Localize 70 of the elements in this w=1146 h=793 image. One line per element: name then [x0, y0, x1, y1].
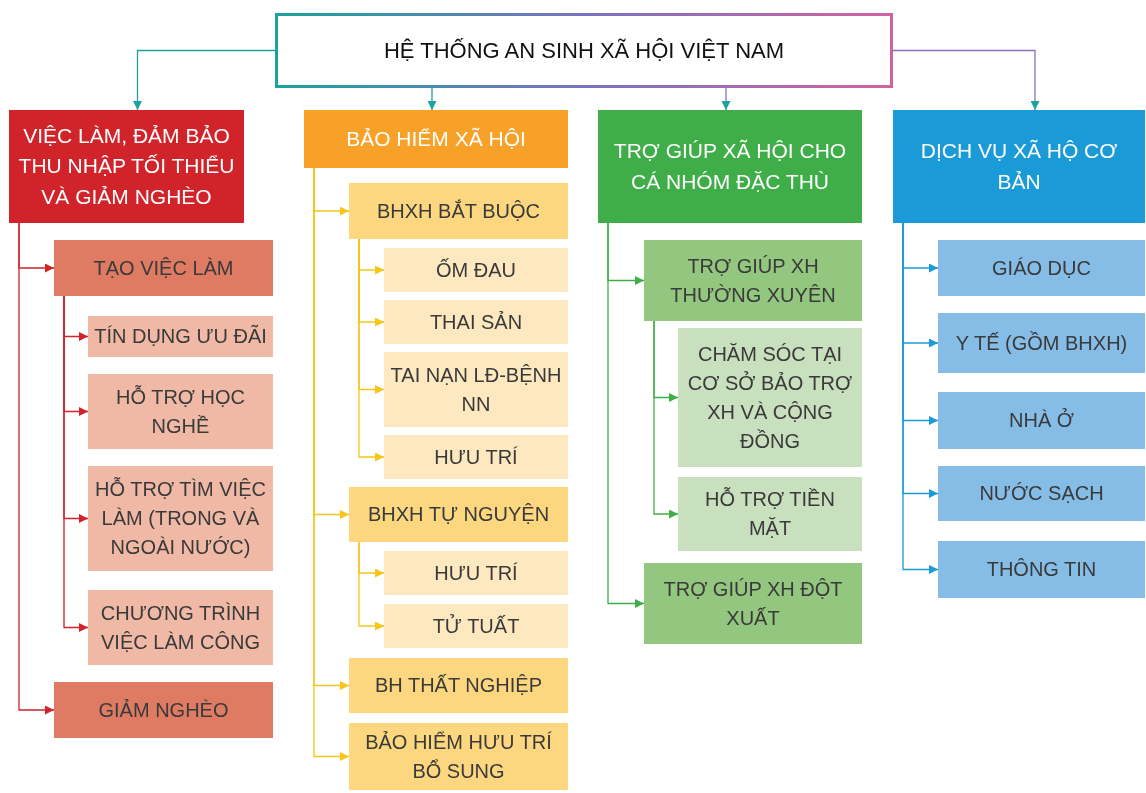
- box-label: NHÀ Ở: [1009, 407, 1074, 433]
- box-label: TRỢ GIÚP XH THƯỜNG XUYÊN: [669, 253, 837, 308]
- item-box: [384, 300, 568, 344]
- box-label: BH THẤT NGHIỆP: [374, 673, 543, 698]
- box-label: TÍN DỤNG ƯU ĐÃI: [94, 323, 267, 349]
- box-label: ỐM ĐAU: [436, 257, 516, 283]
- subcategory-box: [349, 183, 568, 239]
- subcategory-box: [349, 487, 568, 542]
- connector-arrow: [653, 320, 679, 519]
- connector-arrow: [63, 295, 89, 632]
- box-label: CHƯƠNG TRÌNH VIỆC LÀM CÔNG: [99, 600, 262, 655]
- item-box: [384, 248, 568, 292]
- item-box: [938, 240, 1145, 296]
- category-box: [598, 110, 862, 223]
- item-box: [384, 352, 568, 427]
- box-label: BẢO HIỂM XÃ HỘI: [346, 125, 526, 152]
- box-label: TẠO VIỆC LÀM: [93, 255, 234, 281]
- item-box: [938, 313, 1145, 373]
- box-label: BẢO HIỂM HƯU TRÍ BỔ SUNG: [364, 729, 553, 784]
- box-label: GIẢM NGHÈO: [98, 697, 229, 723]
- item-box: [678, 477, 862, 551]
- category-box: [893, 110, 1145, 223]
- box-label: TAI NẠN LĐ-BỆNH NN: [390, 362, 562, 417]
- box-label: HỖ TRỢ TIỀN MẶT: [704, 486, 836, 541]
- subcategory-box: [349, 723, 568, 790]
- box-label: GIÁO DỤC: [992, 255, 1091, 281]
- box-label: TRỢ GIÚP XH ĐỘT XUẤT: [662, 576, 844, 631]
- subcategory-box: [349, 658, 568, 713]
- item-box: [938, 466, 1145, 521]
- connector-arrow: [892, 49, 1040, 111]
- connector-arrow: [18, 222, 55, 715]
- box-label: DỊCH VỤ XÃ HỘ CƠ BẢN: [919, 138, 1119, 195]
- box-label: HƯU TRÍ: [434, 560, 518, 586]
- box-label: Y TẾ (GỒM BHXH): [955, 330, 1128, 356]
- item-box: [938, 541, 1145, 598]
- item-box: [88, 374, 273, 449]
- category-box: [304, 110, 568, 168]
- item-box: [938, 392, 1145, 449]
- item-box: [384, 604, 568, 648]
- box-label: TRỢ GIÚP XÃ HỘI CHO CÁ NHÓM ĐẶC THÙ: [612, 138, 848, 195]
- box-label: BHXH TỰ NGUYỆN: [367, 502, 550, 527]
- title-box: [275, 13, 893, 88]
- subcategory-box: [54, 682, 273, 738]
- connector-arrow: [358, 541, 385, 631]
- connector-arrow: [721, 87, 731, 111]
- subcategory-box: [54, 240, 273, 296]
- connector-arrow: [133, 49, 276, 111]
- connector-arrow: [427, 87, 437, 111]
- box-label: THÔNG TIN: [986, 557, 1097, 582]
- category-box: [9, 110, 244, 223]
- box-label: THAI SẢN: [429, 309, 523, 335]
- item-box: [88, 466, 273, 571]
- box-label: HỖ TRỢ TÌM VIỆC LÀM (TRONG VÀ NGOÀI NƯỚC): [94, 476, 267, 560]
- item-box: [88, 316, 273, 357]
- box-label: HƯU TRÍ: [434, 444, 518, 470]
- connector-arrow: [607, 222, 645, 608]
- box-label: NƯỚC SẠCH: [979, 481, 1104, 506]
- box-label: VIỆC LÀM, ĐẢM BẢO THU NHẬP TỐI THIỂU VÀ GIẢM NGHÈO: [17, 122, 236, 210]
- connector-arrow: [358, 238, 385, 462]
- box-label: HỖ TRỢ HỌC NGHỀ: [115, 384, 246, 439]
- subcategory-box: [644, 563, 862, 644]
- box-label: BHXH BẮT BUỘC: [377, 198, 540, 224]
- box-label: HỆ THỐNG AN SINH XÃ HỘI VIỆT NAM: [383, 36, 785, 65]
- item-box: [88, 590, 273, 665]
- box-label: TỬ TUẤT: [432, 613, 520, 639]
- item-box: [678, 328, 862, 467]
- subcategory-box: [644, 240, 862, 321]
- item-box: [384, 435, 568, 479]
- item-box: [384, 551, 568, 595]
- box-label: CHĂM SÓC TẠI CƠ SỞ BẢO TRỢ XH VÀ CỘNG ĐỒNG: [686, 341, 854, 454]
